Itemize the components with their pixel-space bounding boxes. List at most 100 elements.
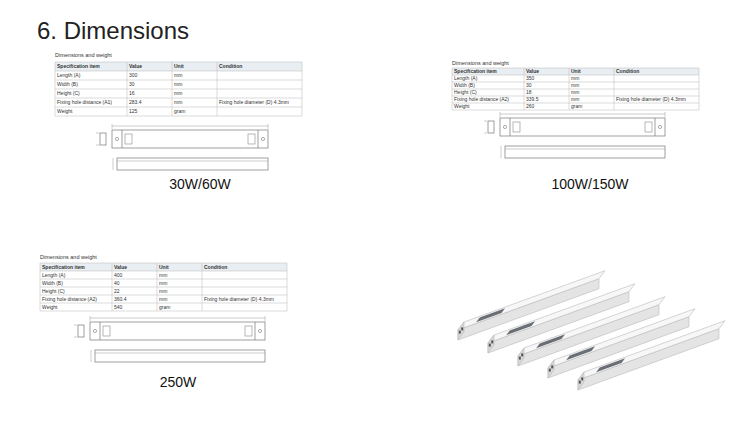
product-sticker bbox=[476, 308, 505, 322]
grid-line bbox=[614, 68, 615, 110]
grid-line bbox=[55, 71, 302, 72]
driver-outline-drawing bbox=[96, 124, 268, 170]
grid-line bbox=[55, 62, 56, 116]
table-cell: Width (B) bbox=[42, 279, 63, 287]
drawing-outline bbox=[125, 134, 132, 144]
driver-face bbox=[548, 360, 554, 378]
table-cell: mm bbox=[571, 82, 579, 89]
table-header-cell: Condition bbox=[616, 68, 639, 75]
fixing-hole bbox=[115, 137, 118, 140]
grid-line bbox=[112, 263, 113, 311]
table-cell: 16 bbox=[129, 89, 135, 98]
table-cell: gram bbox=[159, 303, 170, 311]
connector-hole bbox=[549, 369, 551, 372]
table-cell: Weight bbox=[57, 107, 72, 116]
drawing-line bbox=[655, 118, 656, 136]
connector-hole bbox=[489, 344, 491, 347]
grid-line bbox=[55, 89, 302, 90]
drawing-outline bbox=[500, 118, 665, 136]
table-header-cell: Condition bbox=[204, 263, 227, 271]
model-caption: 100W/150W bbox=[551, 176, 628, 192]
table-cell: mm bbox=[571, 75, 579, 82]
table-header-cell: Specification item bbox=[42, 263, 85, 271]
grid-line bbox=[55, 116, 302, 117]
fixing-hole bbox=[503, 125, 506, 128]
driver-outline-drawing bbox=[74, 316, 265, 362]
drawing-outline bbox=[645, 122, 652, 132]
table-cell: 283.4 bbox=[129, 98, 142, 107]
drawing-line bbox=[484, 121, 487, 122]
grid-line bbox=[172, 62, 173, 116]
fixing-hole bbox=[93, 329, 96, 332]
table-cell: 18 bbox=[526, 89, 532, 96]
table-cell: Length (A) bbox=[42, 271, 65, 279]
drawing-outline bbox=[95, 350, 265, 362]
drawing-line bbox=[501, 146, 502, 158]
grid-line bbox=[40, 295, 287, 296]
product-sticker bbox=[596, 358, 625, 372]
table-header-cell: Unit bbox=[571, 68, 581, 75]
connector-hole bbox=[519, 357, 521, 360]
drawing-line bbox=[500, 114, 665, 115]
connector-hole bbox=[579, 381, 581, 384]
drawing-outline bbox=[112, 130, 268, 148]
table-cell: Fixing hole distance (A2) bbox=[42, 295, 97, 303]
product-sticker bbox=[536, 334, 565, 348]
table-heading: Dimensions and weight bbox=[55, 51, 112, 60]
fixing-hole bbox=[658, 125, 661, 128]
connector-hole bbox=[491, 340, 493, 343]
table-cell: 350 bbox=[526, 75, 534, 82]
spec-table-grid bbox=[40, 263, 287, 311]
grid-line bbox=[699, 68, 700, 110]
grid-line bbox=[217, 62, 218, 116]
grid-line bbox=[40, 263, 287, 264]
table-cell: mm bbox=[174, 89, 182, 98]
drawing-line bbox=[112, 126, 268, 127]
table-cell: gram bbox=[174, 107, 185, 116]
grid-line bbox=[452, 68, 453, 110]
table-header-cell: Value bbox=[114, 263, 127, 271]
table-header-cell: Specification item bbox=[454, 68, 497, 75]
connector-hole bbox=[581, 377, 583, 380]
grid-line bbox=[157, 263, 158, 311]
table-cell: Fixing hole diameter (D) 4.3mm bbox=[219, 98, 289, 107]
table-cell: 22 bbox=[114, 287, 120, 295]
table-cell: Fixing hole diameter (D) 4.3mm bbox=[616, 96, 686, 103]
table-header-cell: Value bbox=[129, 62, 142, 71]
drawing-line bbox=[258, 130, 259, 148]
driver-face bbox=[518, 348, 524, 366]
grid-line bbox=[127, 62, 128, 116]
table-cell: 339.5 bbox=[526, 96, 539, 103]
header-fill bbox=[40, 263, 287, 271]
table-cell: 360.4 bbox=[114, 295, 127, 303]
table-cell: mm bbox=[159, 287, 167, 295]
led-driver bbox=[578, 321, 725, 390]
table-cell: mm bbox=[159, 279, 167, 287]
drawing-outline bbox=[78, 325, 84, 337]
connector-hole bbox=[461, 327, 463, 330]
fixing-hole bbox=[261, 137, 264, 140]
drawing-line bbox=[268, 124, 269, 129]
grid-line bbox=[569, 68, 570, 110]
table-cell: Fixing hole diameter (D) 4.3mm bbox=[204, 295, 274, 303]
table-cell: Width (B) bbox=[454, 82, 475, 89]
table-cell: 40 bbox=[114, 279, 120, 287]
drawing-outline bbox=[248, 134, 255, 144]
driver-face bbox=[578, 372, 584, 390]
table-cell: mm bbox=[174, 98, 182, 107]
drawing-line bbox=[255, 322, 256, 340]
table-cell: mm bbox=[571, 89, 579, 96]
drawing-line bbox=[265, 316, 266, 321]
drawing-line bbox=[122, 130, 123, 148]
table-cell: mm bbox=[174, 80, 182, 89]
drawing-outline bbox=[513, 122, 520, 132]
grid-line bbox=[287, 263, 288, 311]
drawing-line bbox=[90, 318, 265, 319]
drawing-outline bbox=[103, 326, 110, 336]
table-cell: gram bbox=[571, 103, 582, 110]
drawing-line bbox=[113, 158, 114, 170]
table-cell: 540 bbox=[114, 303, 122, 311]
grid-line bbox=[55, 107, 302, 108]
